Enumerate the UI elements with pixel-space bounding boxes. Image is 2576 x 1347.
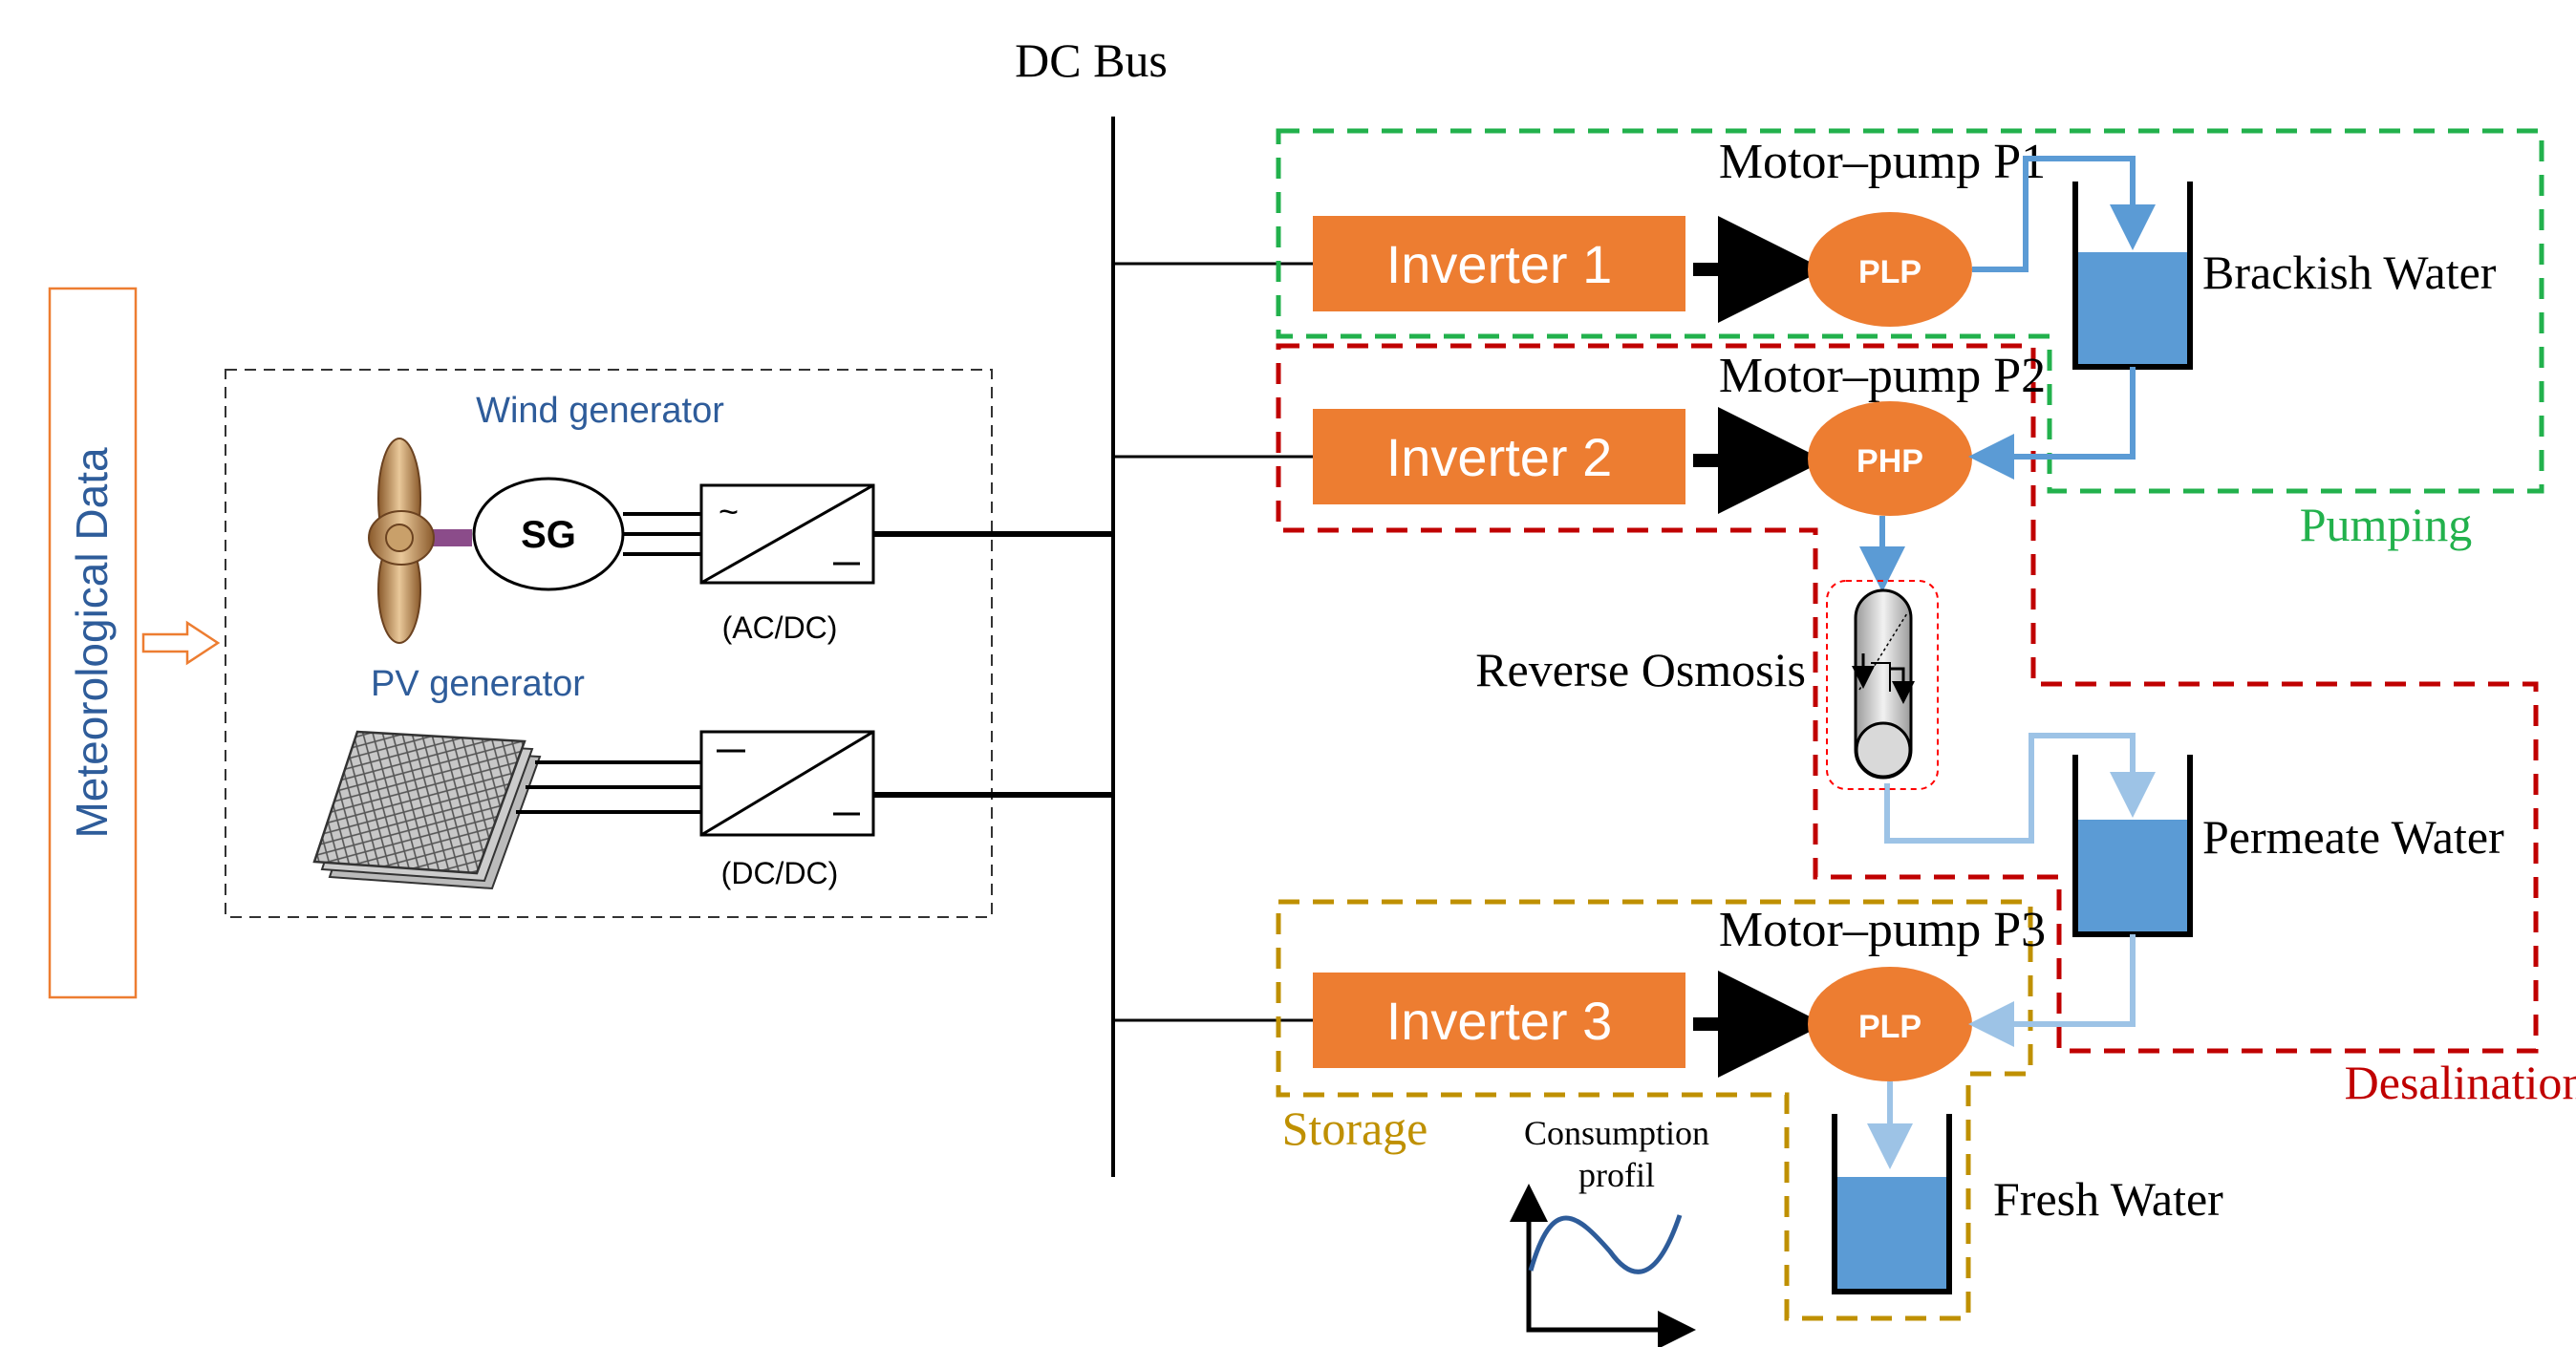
storage-zone-label: Storage (1282, 1101, 1428, 1155)
dc-bus-label: DC Bus (1015, 33, 1168, 87)
pv-panel-icon (312, 730, 542, 890)
pump-p1-type: PLP (1858, 254, 1921, 290)
water-pipes (1859, 156, 2156, 1169)
pump-p1: PLP (1808, 212, 1972, 327)
pv-generator-label: PV generator (371, 664, 585, 704)
dc-dc-label: (DC/DC) (721, 856, 839, 890)
motor-pump-p3-title: Motor–pump P3 (1719, 903, 2046, 957)
bus-branch-lines (1113, 262, 1313, 1022)
pump-p2-type: PHP (1857, 443, 1923, 480)
brackish-water-tank (2072, 182, 2193, 370)
inverter-pump-arrows (1693, 216, 1825, 1078)
meteorological-data-box: Meteorological Data (48, 287, 138, 999)
inverter-1-label: Inverter 1 (1386, 234, 1613, 294)
three-phase-lines (623, 512, 701, 556)
ac-dc-label: (AC/DC) (722, 610, 838, 645)
pumping-zone (1276, 128, 2544, 494)
motor-pump-p1-title: Motor–pump P1 (1719, 135, 2046, 189)
meteo-input-arrow (141, 620, 221, 666)
fresh-water-tank (1832, 1114, 1952, 1294)
inverter-3-label: Inverter 3 (1386, 991, 1613, 1051)
desalination-zone (1276, 343, 2539, 1054)
motor-pump-p2-title: Motor–pump P2 (1719, 349, 2046, 403)
svg-text:~: ~ (719, 492, 739, 531)
permeate-water-label: Permeate Water (2202, 810, 2504, 864)
pump-p3-type: PLP (1858, 1009, 1921, 1045)
inverter-2-label: Inverter 2 (1386, 427, 1613, 487)
pump-p2: PHP (1808, 401, 1972, 516)
generation-block (225, 369, 993, 918)
fresh-water-label: Fresh Water (1993, 1172, 2223, 1226)
brackish-water-label: Brackish Water (2202, 246, 2497, 299)
inverter-1: Inverter 1 (1313, 216, 1685, 311)
inverter-2: Inverter 2 (1313, 409, 1685, 504)
wind-generator-label: Wind generator (476, 391, 724, 431)
inverter-3: Inverter 3 (1313, 973, 1685, 1068)
synchronous-generator: SG (472, 477, 625, 591)
reverse-osmosis-label: Reverse Osmosis (1475, 643, 1806, 696)
ac-dc-converter: ~ (699, 483, 875, 585)
sg-label: SG (521, 514, 576, 556)
pumping-zone-label: Pumping (2300, 498, 2473, 551)
dc-dc-converter (699, 730, 875, 837)
consumption-profile-chart (1510, 1184, 1696, 1347)
consumption-label-line1: Consumption (1524, 1114, 1709, 1152)
pump-p3: PLP (1808, 967, 1972, 1081)
pv-output-lines (516, 760, 701, 814)
wind-turbine-icon (368, 438, 472, 644)
meteorological-data-label: Meteorological Data (67, 447, 117, 839)
consumption-label-line2: profil (1578, 1156, 1655, 1194)
storage-zone (1276, 899, 2033, 1321)
desalination-zone-label: Desalination (2345, 1056, 2576, 1109)
reverse-osmosis-unit (1826, 580, 1939, 790)
